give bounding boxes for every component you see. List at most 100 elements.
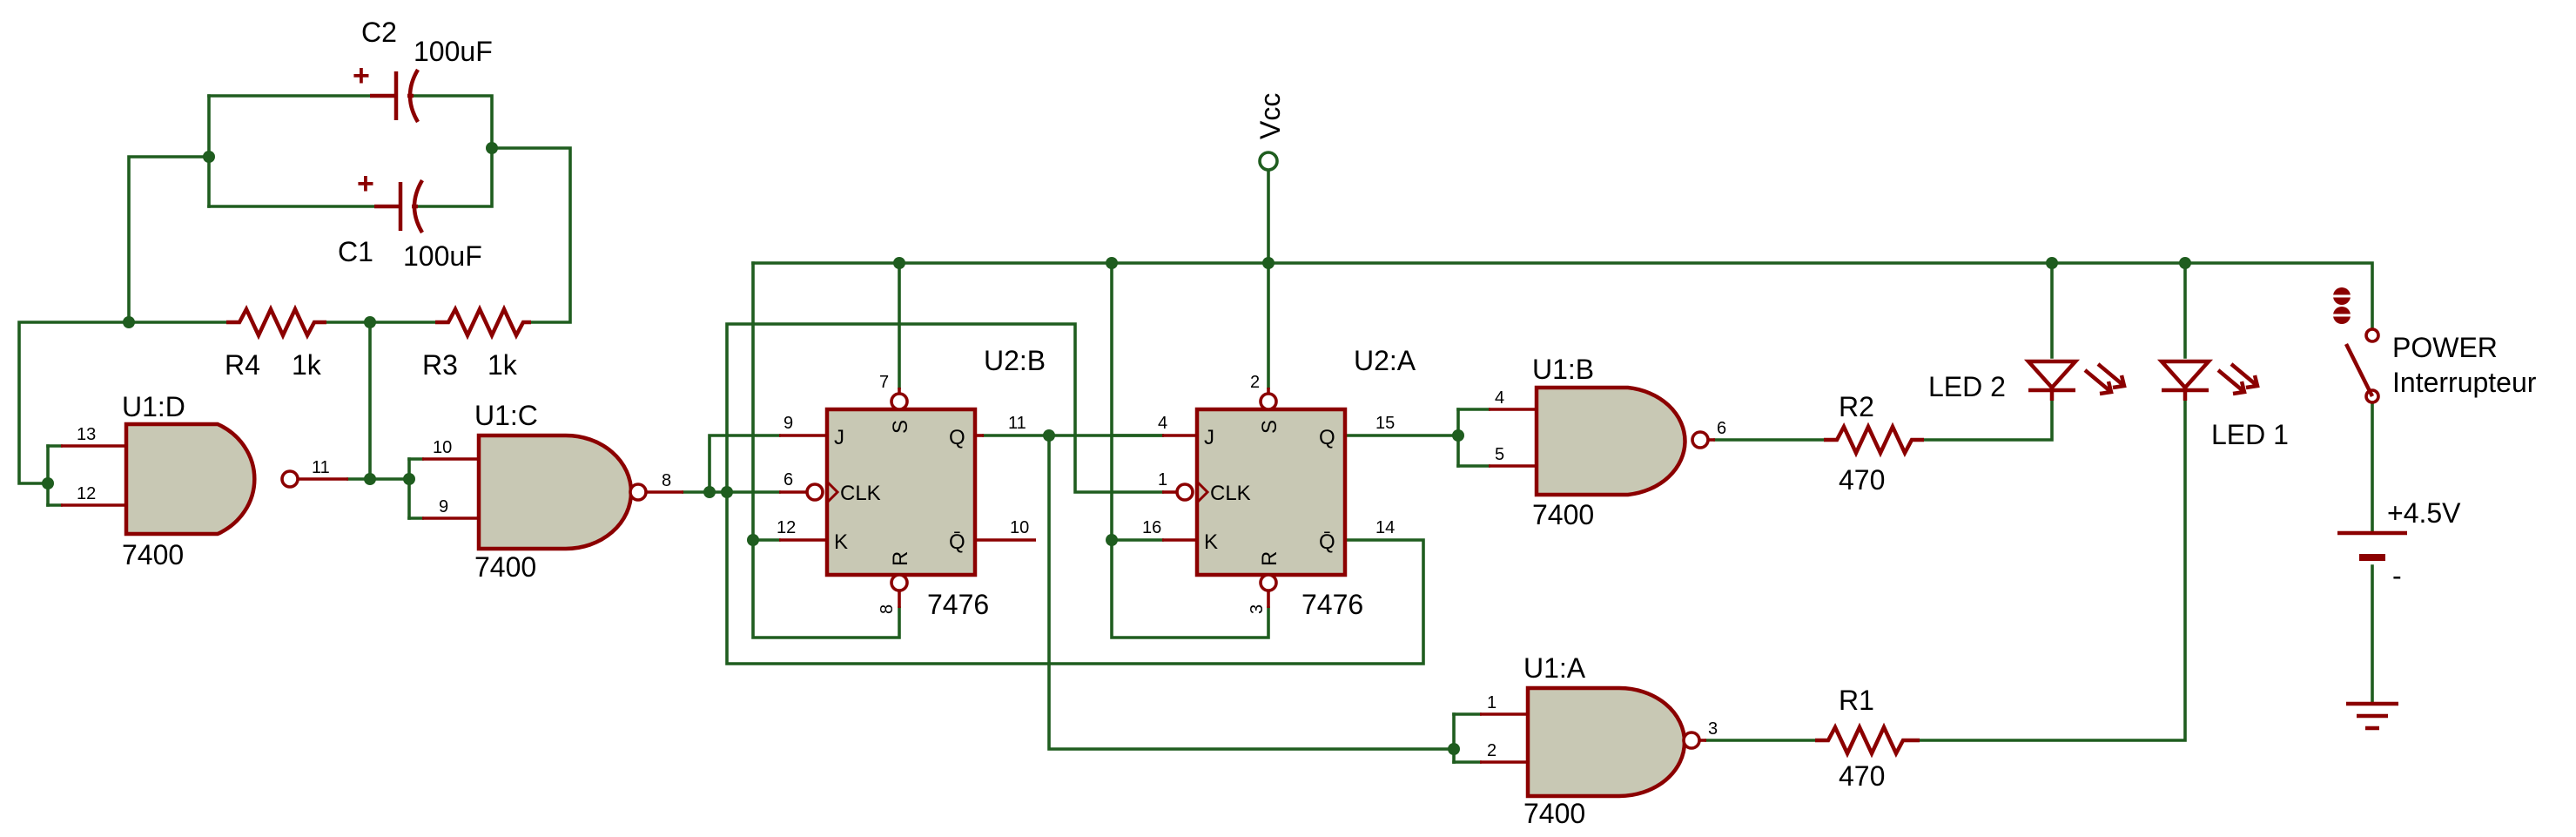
u1c-pin-in-a: 10 (433, 438, 452, 457)
u2a-j-label: J (1204, 426, 1214, 449)
u1d-pin-in-b: 12 (77, 484, 96, 503)
switch-sublabel: Interrupteur (2392, 367, 2537, 398)
junction-dot (1106, 257, 1118, 269)
wire-vcc-rail (751, 261, 2374, 337)
r2-ref-label: R2 (1839, 391, 1874, 422)
c1-value-label: 100uF (403, 240, 482, 272)
junction-dot (747, 534, 759, 546)
jk-flipflop-u2b: J CLK K S R Q Q̄ 9 6 12 7 8 11 10 U2:B 7… (777, 345, 1046, 620)
u2b-r-label: R (889, 551, 912, 566)
junction-dot (703, 486, 716, 498)
u1d-pin-in-a: 13 (77, 425, 96, 444)
c1-plus-sign: + (357, 167, 374, 200)
junction-dot (364, 473, 376, 485)
u1b-part-label: 7400 (1532, 499, 1594, 530)
u2b-pin-s: 7 (879, 373, 889, 392)
u2a-pin-clk: 1 (1158, 470, 1167, 489)
u2b-pin-clk: 6 (784, 470, 793, 489)
capacitor-c1: + C1 100uF (338, 167, 482, 272)
junction-dot (721, 486, 733, 498)
resistor-r4: R4 1k (225, 304, 326, 381)
u1c-pin-in-b: 9 (439, 497, 448, 516)
u2b-pin-q: 11 (1008, 414, 1026, 433)
u2a-pin-s: 2 (1250, 373, 1260, 392)
u1d-ref-label: U1:D (122, 391, 185, 422)
u2b-ref-label: U2:B (984, 345, 1046, 376)
battery: +4.5V - (2337, 497, 2461, 591)
junction-dot (1262, 257, 1275, 269)
wire-r1-led1 (1918, 399, 2187, 742)
junction-dot (1106, 534, 1118, 546)
junction-dot (486, 142, 498, 154)
vcc-label: Vcc (1254, 93, 1286, 139)
junction-dot (123, 316, 135, 328)
r4-ref-label: R4 (225, 349, 260, 381)
nand-gate-u1b: 4 5 6 U1:B 7400 (1489, 354, 1726, 530)
wire-left-loop (17, 321, 131, 485)
u2b-s-label: S (889, 420, 912, 434)
c1-ref-label: C1 (338, 236, 373, 267)
u1b-pin-in-a: 4 (1495, 388, 1504, 408)
u2b-pin-j: 9 (784, 414, 793, 433)
u1b-pin-in-b: 5 (1495, 445, 1504, 464)
junction-dot (403, 473, 415, 485)
u2a-qbar-label: Q̄ (1319, 530, 1335, 554)
u1b-ref-label: U1:B (1532, 354, 1594, 385)
wire-feedback-bottom (725, 490, 1425, 665)
u1a-pin-out: 3 (1708, 719, 1718, 739)
switch-label: POWER (2392, 332, 2498, 363)
u2a-pin-k: 16 (1142, 518, 1161, 537)
c2-ref-label: C2 (361, 17, 397, 48)
c2-plus-sign: + (353, 59, 370, 92)
wire-c1-right (416, 146, 494, 208)
resistor-r3: R3 1k (422, 304, 531, 381)
u1a-pin-in-b: 2 (1487, 741, 1497, 760)
u2b-k-label: K (834, 530, 848, 554)
ground-symbol (2346, 701, 2398, 731)
u2b-pin-k: 12 (777, 518, 796, 537)
r2-value-label: 470 (1839, 464, 1885, 496)
u2b-pin-r: 8 (878, 604, 897, 614)
junction-dot (1043, 429, 1055, 442)
wire-u2a-jk-rail (1110, 261, 1270, 639)
u1a-ref-label: U1:A (1523, 652, 1586, 684)
battery-voltage-label: +4.5V (2387, 497, 2461, 529)
nand-gate-u1d: 13 12 11 U1:D 7400 (61, 391, 348, 570)
u1d-pin-out: 11 (312, 458, 330, 477)
wire-feedback-top (725, 322, 1164, 494)
u2b-j-label: J (834, 426, 844, 449)
led2-label: LED 2 (1928, 371, 2006, 402)
u2b-part-label: 7476 (927, 589, 989, 620)
u1a-pin-in-a: 1 (1487, 693, 1497, 712)
resistor-r1: R1 470 (1815, 685, 1920, 792)
vcc-terminal-circle (1258, 151, 1279, 172)
junction-dot (2179, 257, 2191, 269)
wire-u2b-q-down (1047, 434, 1456, 751)
u2b-q-label: Q (949, 426, 965, 449)
u2a-r-label: R (1258, 551, 1281, 566)
wire-cap-to-left-node (127, 155, 211, 324)
u1c-ref-label: U1:C (474, 400, 538, 431)
nand-gate-u1c: 10 9 8 U1:C 7400 (422, 400, 683, 583)
wires (17, 94, 2374, 764)
u2a-pin-j: 4 (1158, 414, 1167, 433)
led-2: LED 2 (1928, 359, 2127, 402)
led1-label: LED 1 (2211, 419, 2289, 450)
junction-dot (893, 257, 905, 269)
capacitor-c2: + C2 100uF (353, 17, 493, 124)
r1-value-label: 470 (1839, 760, 1885, 792)
u2a-pin-q: 15 (1375, 414, 1395, 433)
u2a-k-label: K (1204, 530, 1218, 554)
resistor-r2: R2 470 (1824, 391, 1924, 496)
power-switch: POWER Interrupteur (2333, 287, 2537, 404)
u2a-clk-label: CLK (1210, 482, 1251, 505)
r4-value-label: 1k (292, 349, 322, 381)
u2a-q-label: Q (1319, 426, 1335, 449)
u1b-pin-out: 6 (1717, 419, 1726, 438)
u2b-pin-qbar: 10 (1010, 518, 1029, 537)
vcc-terminal: Vcc (1254, 93, 1286, 172)
wire-r2-led2 (1922, 399, 2054, 442)
u2b-clk-label: CLK (840, 482, 881, 505)
r3-value-label: 1k (488, 349, 518, 381)
